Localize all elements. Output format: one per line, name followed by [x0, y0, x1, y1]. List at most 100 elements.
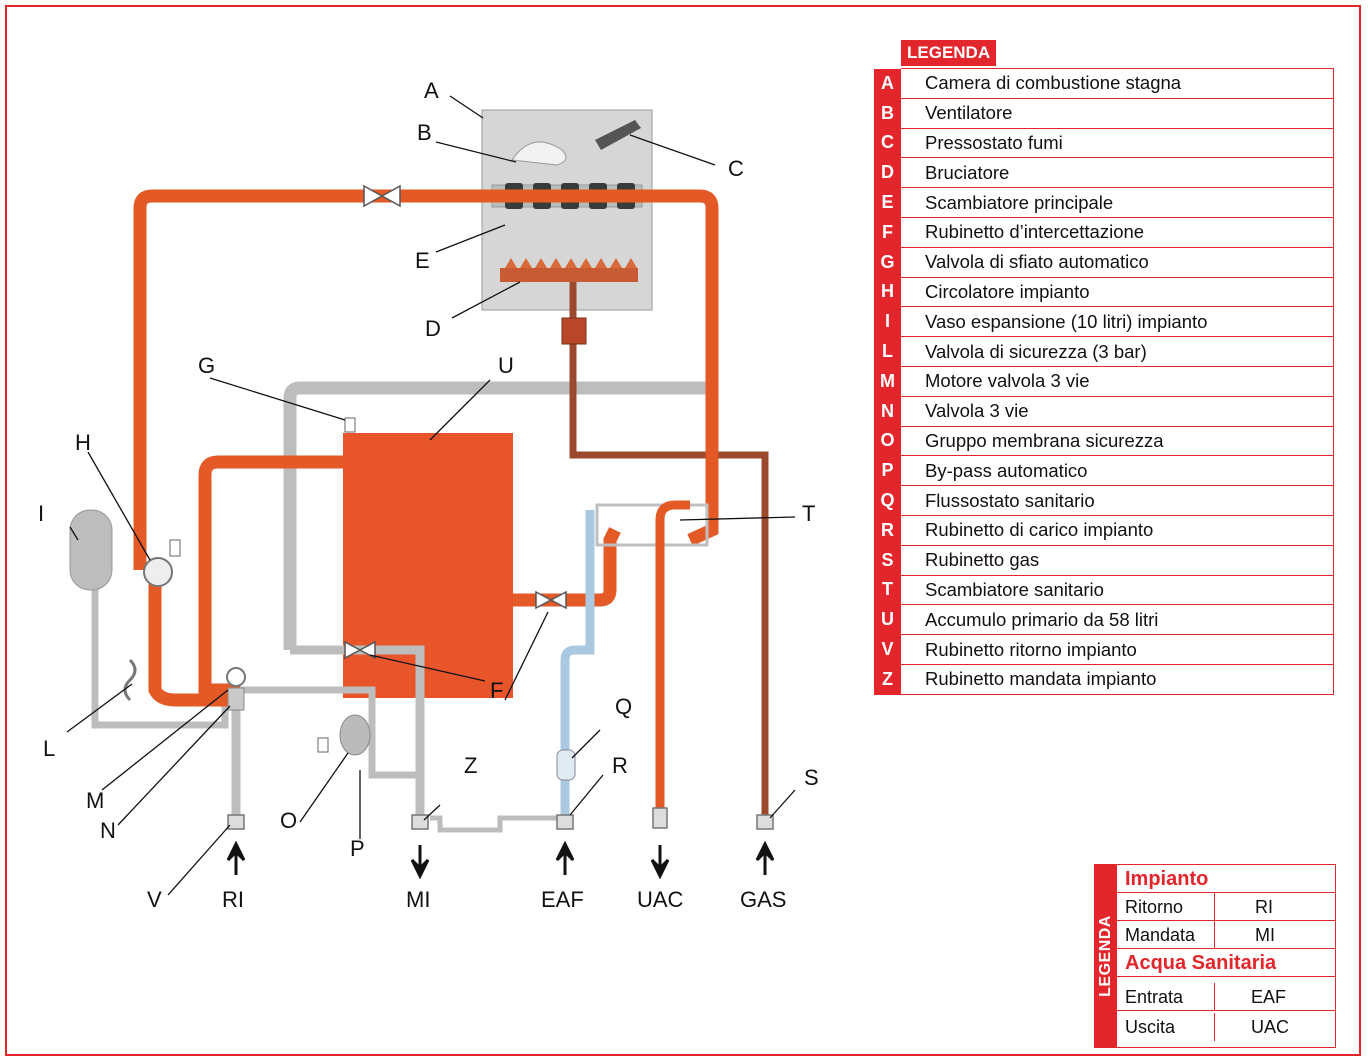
- mandata-label: Mandata: [1117, 921, 1215, 949]
- legend-key: G: [874, 247, 901, 278]
- legend-key: P: [874, 455, 901, 487]
- ritorno-code: RI: [1215, 893, 1336, 921]
- label-i: I: [38, 501, 45, 526]
- label-g: G: [198, 353, 216, 378]
- connection-eaf: EAF: [541, 887, 584, 912]
- label-n: N: [100, 818, 116, 843]
- tank-vent-shape: [344, 417, 356, 433]
- legend-key: N: [874, 396, 901, 427]
- legend-text: Rubinetto gas: [901, 545, 1334, 576]
- tank-outlet-pipe: [513, 527, 621, 607]
- legend-text: Scambiatore principale: [901, 187, 1334, 218]
- label-u: U: [498, 353, 514, 378]
- uscita-code: UAC: [1251, 1017, 1290, 1037]
- legend-key: S: [874, 545, 901, 576]
- legend-text: Accumulo primario da 58 litri: [901, 604, 1334, 636]
- legend-key: H: [874, 277, 901, 308]
- entrata-label: Entrata: [1117, 983, 1215, 1011]
- bypass-pipe: [240, 686, 420, 779]
- flow-pipe-mi: [290, 645, 425, 818]
- fan-shape: [511, 141, 567, 166]
- hot-water-outlet-pipe: [655, 500, 690, 818]
- legend-text: Valvola di sicurezza (3 bar): [901, 336, 1334, 367]
- legend-text: Bruciatore: [901, 157, 1334, 189]
- legend-key: B: [874, 98, 901, 129]
- label-a: A: [424, 78, 439, 103]
- membrane-indicator-shape: [317, 737, 329, 753]
- tank-inlet-pipe: [198, 455, 343, 697]
- legend-key: F: [874, 217, 901, 248]
- connection-mi: MI: [406, 887, 431, 912]
- cold-water-pipe: [560, 510, 595, 818]
- legend-key: D: [874, 157, 901, 189]
- fill-pipe: [430, 815, 560, 833]
- legend-text: Motore valvola 3 vie: [901, 366, 1334, 397]
- flow-switch-shape: [556, 749, 576, 781]
- label-q: Q: [615, 694, 633, 719]
- pump-shape: [143, 557, 173, 587]
- label-h: H: [75, 430, 91, 455]
- label-m: M: [86, 788, 105, 813]
- connection-legend-side: LEGENDA: [1095, 865, 1117, 1047]
- heating-flow-pipe: [133, 189, 719, 570]
- primary-tank: [343, 433, 513, 698]
- legend-key: A: [874, 68, 901, 99]
- connection-ri: RI: [222, 887, 244, 912]
- bottom-taps: [227, 807, 774, 830]
- three-way-valve-shape: [227, 687, 245, 711]
- label-r: R: [612, 753, 628, 778]
- expansion-pipe: [91, 580, 229, 729]
- connection-legend-side-label: LEGENDA: [1097, 915, 1114, 997]
- pump-return-pipe: [148, 580, 236, 707]
- label-s: S: [804, 765, 819, 790]
- gas-valve-shape: [561, 317, 587, 345]
- label-z: Z: [464, 753, 478, 778]
- entrata-code: EAF: [1215, 983, 1336, 1011]
- connection-arrows: [226, 840, 775, 880]
- legend-text: Valvola 3 vie: [901, 396, 1334, 427]
- legend-text: Vaso espansione (10 litri) impianto: [901, 306, 1334, 338]
- legend-key: L: [874, 336, 901, 367]
- burner-shape: [500, 268, 638, 282]
- legend-text: Gruppo membrana sicurezza: [901, 426, 1334, 457]
- label-v: V: [147, 887, 162, 912]
- label-d: D: [425, 316, 441, 341]
- legend-key: C: [874, 128, 901, 159]
- ritorno-label: Ritorno: [1117, 893, 1215, 921]
- label-c: C: [728, 156, 744, 181]
- safety-valve-shape: [123, 658, 137, 702]
- expansion-vessel-shape: [69, 509, 113, 591]
- label-o: O: [280, 808, 298, 833]
- legend-key: R: [874, 515, 901, 546]
- legend-text: Rubinetto di carico impianto: [901, 515, 1334, 546]
- label-t: T: [802, 501, 816, 526]
- flue-pressure-switch-shape: [595, 120, 641, 150]
- legend-text: Circolatore impianto: [901, 277, 1334, 308]
- auto-vent-shape: [169, 539, 181, 557]
- sanitary-exchanger-shape: [595, 503, 709, 547]
- label-b: B: [417, 120, 432, 145]
- legend-text: Rubinetto d’intercettazione: [901, 217, 1334, 248]
- connection-gas: GAS: [740, 887, 787, 912]
- legend-key: M: [874, 366, 901, 397]
- legend-key: I: [874, 306, 901, 338]
- label-f: F: [490, 678, 504, 703]
- legend-key: V: [874, 634, 901, 665]
- label-e: E: [415, 248, 430, 273]
- uscita-label: Uscita: [1117, 1013, 1215, 1041]
